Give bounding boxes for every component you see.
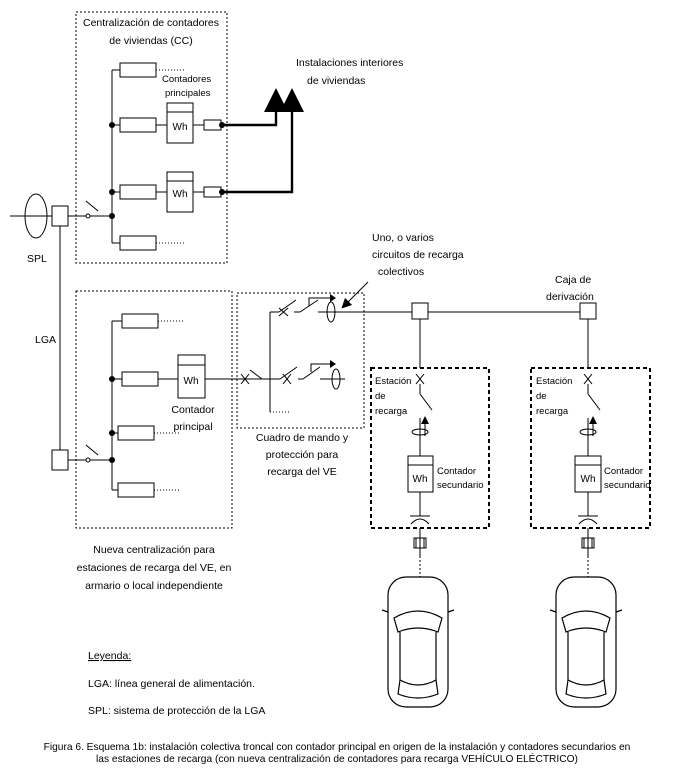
control-panel-box [236,292,365,429]
ve-centralization-box [75,290,233,529]
station1-label-3: recarga [375,406,408,417]
svg-text:Wh: Wh [413,474,428,485]
cc-title-line2: de viviendas (CC) [109,35,192,47]
instalaciones-label-1: Instalaciones interiores [296,57,403,69]
station2-sec-label-2: secundario [604,480,650,491]
caption-line1: Figura 6. Esquema 1b: instalación colect… [43,742,631,753]
station1-sec-label-1: Contador [437,466,476,477]
station2-label-2: de [536,391,547,402]
station2-label-3: recarga [536,406,569,417]
legend-lga: LGA: línea general de alimentación. [88,678,255,690]
trunk-line [365,302,597,368]
car-icon [381,576,455,708]
control-panel-arrow-tips [330,294,336,368]
ve-main-meter: Wh [158,354,262,399]
ve-bus [111,320,122,491]
station1-sec-label-2: secundario [437,480,483,491]
station2-label-1: Estación [536,376,572,387]
nueva-centralizacion-line1: Nueva centralización para [93,544,215,556]
caption-line2: las estaciones de recarga (con nueva cen… [96,754,578,765]
cc-fuses [119,62,157,251]
cc-title-line1: Centralización de contadores [83,17,219,29]
figure-caption: Figura 6. Esquema 1b: instalación colect… [0,742,674,766]
cuadro-label-3: recarga del VE [267,466,336,478]
lga-label: LGA [35,334,56,346]
ve-junction-dots [109,376,115,463]
station1-label-1: Estación [375,376,411,387]
cc-outgoing-lines [222,88,304,194]
circuitos-label-3: colectivos [378,266,424,278]
circuitos-label-1: Uno, o varios [372,232,434,244]
charging-station-2: Wh [530,367,651,580]
svg-text:Wh: Wh [581,474,596,485]
control-panel-wiring [249,297,365,413]
car-icon [549,576,623,708]
cc-centralization-box [75,11,228,264]
caja-label-2: derivación [546,291,594,303]
contador-principal-label-1: Contador [171,404,215,416]
svg-text:Wh: Wh [184,376,199,387]
svg-text:Wh: Wh [173,122,188,133]
svg-text:Wh: Wh [173,189,188,200]
nueva-centralizacion-line2: estaciones de recarga del VE, en [77,562,232,574]
cc-meter-1: Wh [156,102,225,144]
station1-label-2: de [375,391,386,402]
contadores-label-2: principales [165,88,211,99]
cc-junction-dots [109,122,115,219]
spl-protection-top [10,193,112,239]
legend-spl: SPL: sistema de protección de la LGA [88,705,265,717]
spl-protection-bottom [51,444,112,471]
cc-dotted-unused [156,69,185,244]
cuadro-label-2: protección para [266,449,339,461]
circuitos-label-2: circuitos de recarga [372,249,464,261]
legend-title: Leyenda: [88,650,131,662]
contadores-label-1: Contadores [162,74,211,85]
cc-meter-2: Wh [156,171,225,213]
circuitos-pointer-arrow [341,281,369,309]
station2-sec-label-1: Contador [604,466,643,477]
contador-principal-label-2: principal [173,421,212,433]
charging-station-1: Wh [370,367,490,580]
nueva-centralizacion-line3: armario o local independiente [85,580,223,592]
instalaciones-label-2: de viviendas [307,75,365,87]
caja-label-1: Caja de [555,274,591,286]
cuadro-label-1: Cuadro de mando y [256,432,349,444]
ve-fuses [117,313,159,498]
spl-label: SPL [27,253,47,265]
